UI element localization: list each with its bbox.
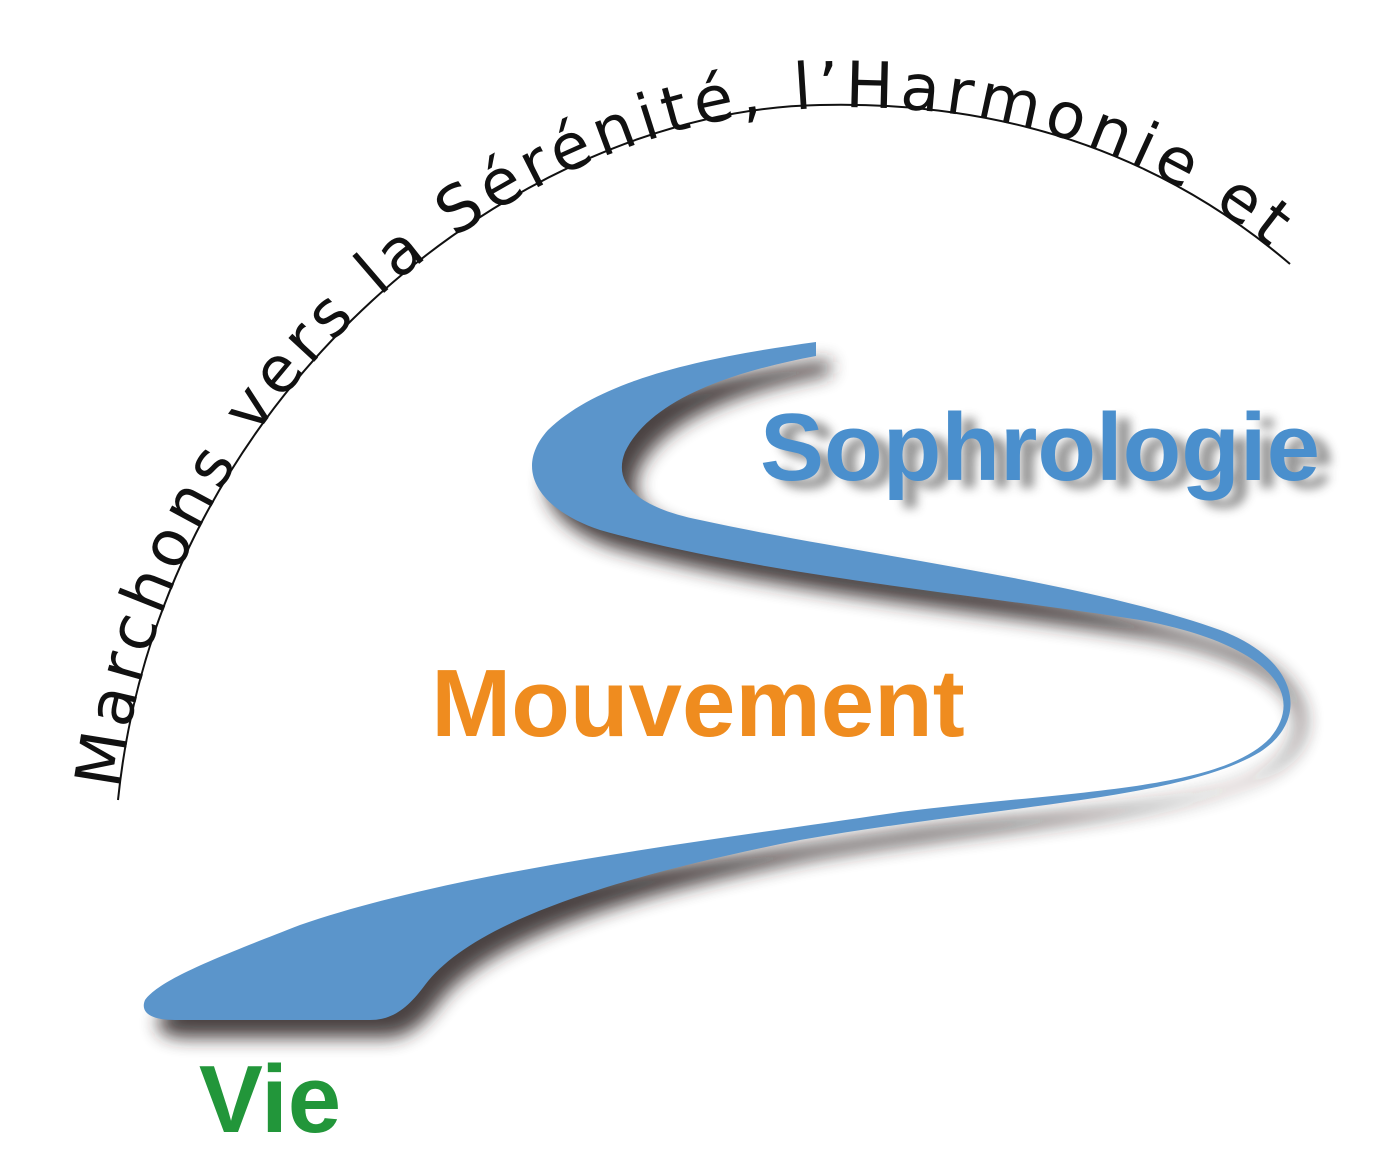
sophrologie-shadow: Sophrologie xyxy=(774,402,1334,509)
mouvement-word: Mouvement xyxy=(431,650,964,757)
vie-word: Vie xyxy=(199,1046,341,1153)
sophrologie-word: Sophrologie xyxy=(760,394,1320,501)
winding-road xyxy=(143,342,1291,1020)
arc-line xyxy=(117,103,1291,801)
